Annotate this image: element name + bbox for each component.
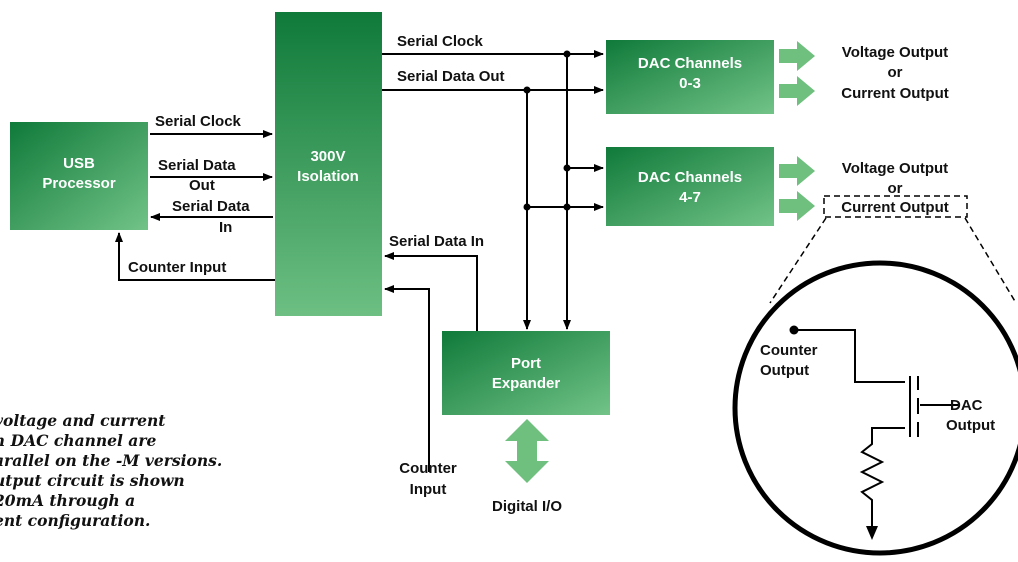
dac2-or-label: or <box>888 180 903 197</box>
port-label-2: Expander <box>492 375 561 392</box>
port-expander-block: Port Expander <box>442 331 610 415</box>
dac2-label-1: DAC Channels <box>638 169 742 186</box>
dac2-label-2: 4-7 <box>679 189 701 206</box>
iso-serial-data-in-label: Serial Data In <box>389 233 484 250</box>
dac2-current-output-label: Current Output <box>841 199 948 216</box>
digital-io-label: Digital I/O <box>492 498 562 515</box>
note-line: arallel on the -M versions. <box>0 451 223 470</box>
counter-output-node <box>789 325 799 335</box>
note-line: h DAC channel are <box>0 431 157 450</box>
usb-serial-data-in-label-1: Serial Data <box>172 198 250 215</box>
output-circuit-inset <box>732 260 1018 556</box>
inset-counter-output-label-1: Counter <box>760 342 818 359</box>
dac-channels-4-7-block: DAC Channels 4-7 <box>606 147 774 226</box>
dac1-voltage-output-label: Voltage Output <box>842 44 948 61</box>
usb-serial-data-out-label-2: Out <box>189 177 215 194</box>
inset-dac-output-label-2: Output <box>946 417 995 434</box>
digital-io-arrow <box>505 419 549 483</box>
junction-dots <box>523 50 571 211</box>
note-line: ent configuration. <box>0 511 151 530</box>
counter-output-wire <box>793 329 905 383</box>
counter-input-label-1: Counter <box>399 460 457 477</box>
note-line: 20mA through a <box>0 491 136 510</box>
counter-input-label-2: Input <box>410 481 447 498</box>
inset-counter-output-label-2: Output <box>760 362 809 379</box>
dac1-current-output-label: Current Output <box>841 85 948 102</box>
dac-channels-0-3-block: DAC Channels 0-3 <box>606 40 774 114</box>
port-label-1: Port <box>511 355 541 372</box>
inset-dac-output-label-1: DAC <box>950 397 983 414</box>
usb-counter-input-label: Counter Input <box>128 259 226 276</box>
usb-block-label-2: Processor <box>42 175 116 192</box>
footnote-text: voltage and current h DAC channel are ar… <box>0 411 294 531</box>
isolation-label-2: Isolation <box>297 168 359 185</box>
isolation-label-1: 300V <box>310 148 345 165</box>
ground-arrow <box>866 526 878 540</box>
note-line: voltage and current <box>0 411 166 430</box>
usb-serial-data-out-label-1: Serial Data <box>158 157 236 174</box>
resistor <box>859 427 905 537</box>
isolation-dac-wiring <box>382 50 604 472</box>
note-line: utput circuit is shown <box>0 471 185 490</box>
usb-block-label-1: USB <box>63 155 95 172</box>
zoom-indicator <box>769 195 1017 304</box>
usb-serial-clock-label: Serial Clock <box>155 113 242 130</box>
dac1-label-1: DAC Channels <box>638 55 742 72</box>
output-arrows <box>779 41 815 221</box>
dac2-voltage-arrow <box>779 156 815 186</box>
usb-processor-block: USB Processor <box>10 122 148 230</box>
dac1-voltage-arrow <box>779 41 815 71</box>
dac1-or-label: or <box>888 64 903 81</box>
isolation-block: 300V Isolation <box>275 12 382 316</box>
iso-serial-clock-label: Serial Clock <box>397 33 484 50</box>
dac1-label-2: 0-3 <box>679 75 701 92</box>
dac2-current-arrow <box>779 191 815 221</box>
iso-serial-data-out-label: Serial Data Out <box>397 68 505 85</box>
usb-isolation-wiring <box>115 130 275 281</box>
dac1-current-arrow <box>779 76 815 106</box>
usb-serial-data-in-label-2: In <box>219 219 232 236</box>
dac2-voltage-output-label: Voltage Output <box>842 160 948 177</box>
